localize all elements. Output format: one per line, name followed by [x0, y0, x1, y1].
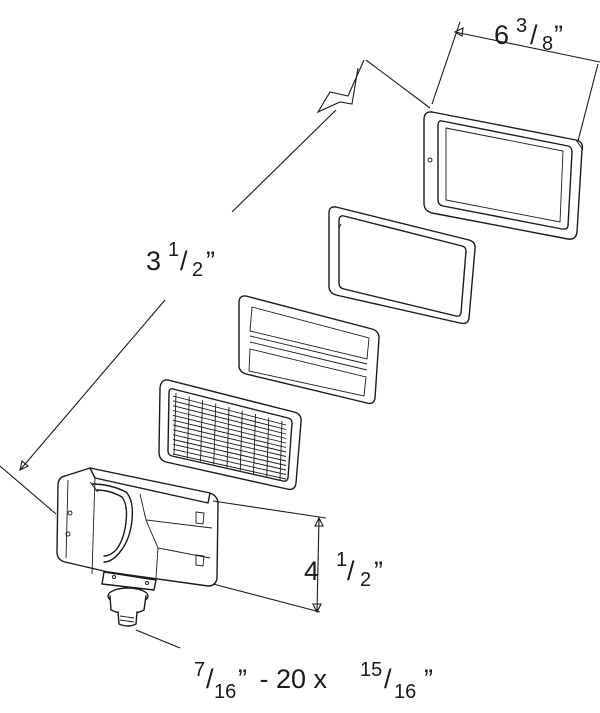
- lens-rib: [266, 417, 270, 477]
- lens-rib: [226, 406, 230, 468]
- lens-rib: [172, 419, 287, 448]
- lens-rib: [213, 403, 217, 465]
- height-dimension-lines: [212, 500, 327, 614]
- bezel: [423, 111, 584, 240]
- lens-rib: [172, 424, 287, 453]
- lens-rib: [200, 399, 203, 462]
- lens-rib: [172, 400, 287, 430]
- width-dimension-label: 6 3 / 8 ”: [494, 15, 563, 55]
- lens-rib: [253, 413, 256, 474]
- lens-rib: [172, 414, 287, 444]
- lens-rib: [173, 392, 177, 456]
- stud-leader-line: [135, 629, 181, 649]
- lens-rib: [239, 410, 243, 471]
- reflector-panel: [238, 295, 380, 405]
- gasket: [328, 206, 476, 325]
- height-dimension-label: 4 1 / 2 ”: [304, 549, 383, 591]
- lens-rib: [186, 396, 190, 459]
- housing: [56, 467, 219, 627]
- lens-rib: [172, 410, 287, 439]
- lens-rib: [172, 405, 287, 435]
- lens-rib: [279, 420, 283, 481]
- stud-thread-label: 7 / 16 ” - 20 x 15 / 16 ”: [194, 659, 433, 703]
- width-dimension-lines: [431, 21, 600, 142]
- depth-dimension-label: 3 1 / 2 ”: [146, 239, 215, 281]
- lens: [158, 379, 302, 491]
- lens-rib: [172, 395, 287, 426]
- depth-dimension-line: [0, 59, 431, 515]
